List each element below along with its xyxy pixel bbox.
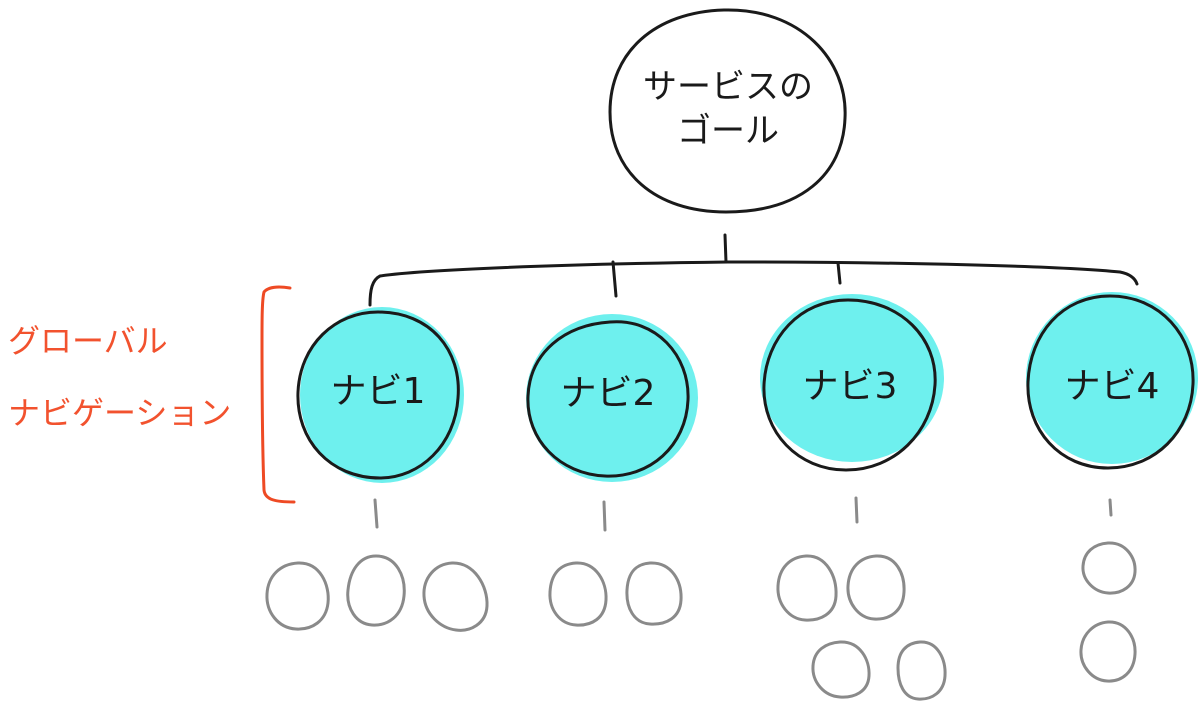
goal-node: サービスの ゴール xyxy=(608,8,847,214)
nav-1-label: ナビ1 xyxy=(331,371,426,412)
tree-connectors xyxy=(368,233,1139,307)
sub-page-4-1 xyxy=(1081,541,1137,595)
nav-3-fill xyxy=(760,294,944,462)
nav-4-fill xyxy=(1026,292,1198,464)
sub-page-1-3 xyxy=(422,561,489,632)
nav-1-fill xyxy=(300,307,464,483)
nav-bar xyxy=(368,260,1139,307)
nav-3-label: ナビ3 xyxy=(803,366,898,407)
nav-2-circle xyxy=(526,320,690,478)
sub-stem-1 xyxy=(373,498,379,529)
global-nav-group: グローバル ナビゲーション xyxy=(8,285,296,504)
sub-stem-2 xyxy=(602,500,607,532)
sub-page-2-2 xyxy=(625,561,683,626)
nav-4-circle xyxy=(1026,294,1195,470)
sub-pages xyxy=(265,541,1137,701)
sub-stem-4 xyxy=(1108,498,1113,517)
goal-label-line2: ゴール xyxy=(677,111,779,151)
sub-page-3-1 xyxy=(776,554,838,622)
nav-stem-2 xyxy=(611,260,618,298)
goal-circle xyxy=(608,8,847,214)
nav-node-1: ナビ1 xyxy=(296,307,464,483)
nav-4-label: ナビ4 xyxy=(1065,366,1160,407)
group-label-line2: ナビゲーション xyxy=(8,394,231,432)
sub-page-1-2 xyxy=(346,554,406,627)
nav-1-circle xyxy=(296,310,460,480)
nav-node-3: ナビ3 xyxy=(760,294,944,472)
nav-stem-3 xyxy=(836,261,842,285)
nav-node-4: ナビ4 xyxy=(1026,292,1198,470)
sub-page-3-2 xyxy=(846,554,906,621)
goal-stem xyxy=(723,233,728,264)
sub-stem-3 xyxy=(854,496,859,524)
sub-connectors xyxy=(373,496,1113,532)
group-label-line1: グローバル xyxy=(8,322,168,360)
goal-label-line1: サービスの xyxy=(643,67,813,107)
nav-2-fill xyxy=(526,314,698,482)
group-bracket xyxy=(260,285,296,504)
sub-page-2-1 xyxy=(548,561,608,627)
nav-node-2: ナビ2 xyxy=(526,314,698,482)
nav-2-label: ナビ2 xyxy=(561,373,656,414)
sub-page-3-3 xyxy=(811,640,871,699)
sub-page-3-4 xyxy=(896,640,947,701)
nav-3-circle xyxy=(762,298,937,472)
sub-page-4-2 xyxy=(1079,620,1137,683)
sub-page-1-1 xyxy=(265,561,330,631)
